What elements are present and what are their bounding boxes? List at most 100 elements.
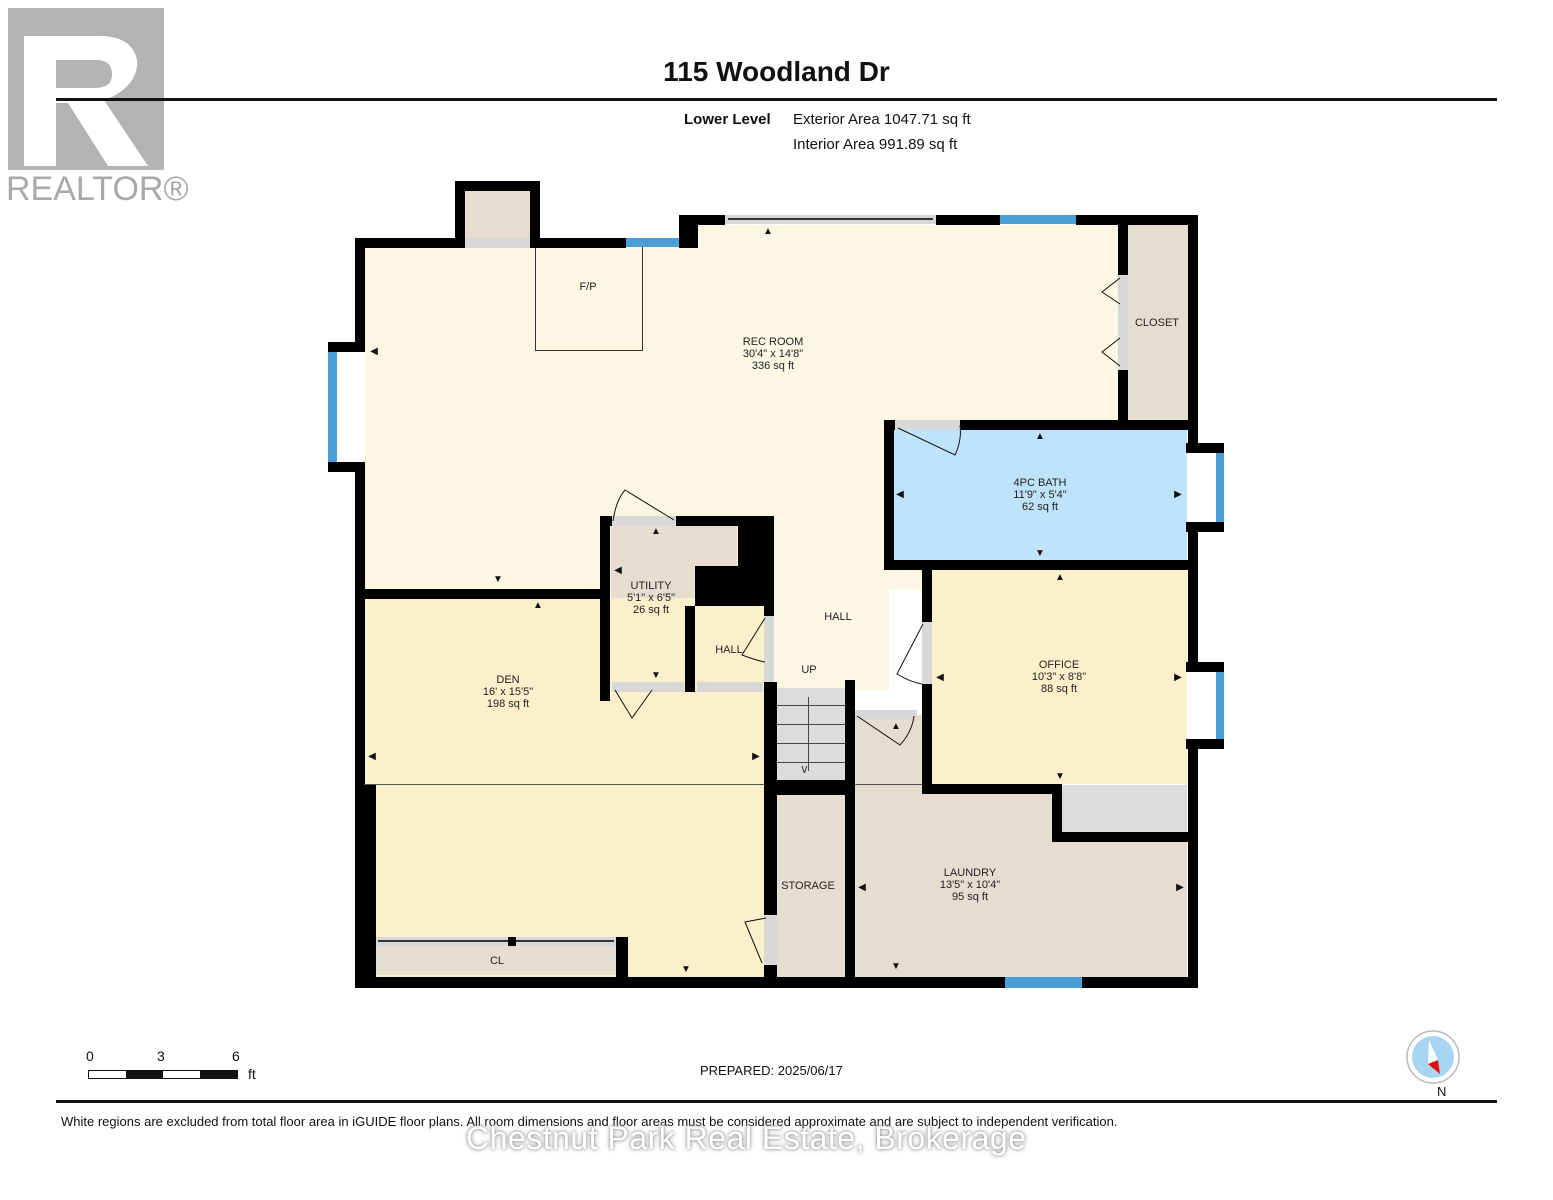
laundry-nook — [1062, 786, 1187, 832]
scale-tick-3: 3 — [157, 1048, 165, 1064]
sliding-door-track — [378, 940, 614, 942]
wall — [884, 420, 894, 570]
wall — [508, 937, 516, 946]
room-area: 198 sq ft — [486, 698, 530, 710]
wall — [777, 780, 845, 795]
property-title: 115 Woodland Dr — [663, 56, 890, 87]
measure-arrow-icon: ◀ — [858, 882, 866, 893]
wall — [1186, 739, 1224, 749]
wall — [695, 566, 745, 606]
exterior-area: Exterior Area 1047.71 sq ft — [793, 111, 971, 128]
wall — [845, 680, 855, 988]
realtor-r-icon — [24, 36, 148, 166]
wall — [616, 937, 628, 979]
room-name: DEN — [496, 674, 520, 686]
window — [1216, 453, 1224, 522]
hall-main-area — [773, 420, 889, 690]
room-name: 4PC BATH — [1013, 477, 1067, 489]
measure-arrow-icon: ▲ — [1055, 572, 1065, 583]
room-name: LAUNDRY — [943, 867, 997, 879]
den-divider-line — [364, 784, 764, 785]
scale-tick-0: 0 — [86, 1048, 94, 1064]
wall — [1118, 225, 1128, 275]
fireplace-label: F/P — [579, 281, 597, 293]
measure-arrow-icon: ▲ — [533, 600, 543, 611]
laundry-label: LAUNDRY 13'5" x 10'4" 95 sq ft — [940, 867, 1000, 903]
storage-label: STORAGE — [781, 880, 835, 892]
bath-label: 4PC BATH 11'9" x 5'4" 62 sq ft — [1013, 477, 1066, 513]
room-area: 88 sq ft — [1040, 683, 1078, 695]
bath-area — [893, 430, 1187, 560]
stairs-area — [777, 688, 845, 780]
storage-door[interactable] — [764, 915, 777, 965]
measure-arrow-icon: ▲ — [763, 226, 773, 237]
window-bay — [1188, 453, 1216, 522]
room-dims: 5'1" x 6'5" — [626, 592, 676, 604]
room-name: UTILITY — [630, 580, 672, 592]
utility-label: UTILITY 5'1" x 6'5" 26 sq ft — [627, 580, 675, 616]
wall — [922, 560, 932, 622]
window-bay — [338, 352, 365, 462]
prepared-date: PREPARED: 2025/06/17 — [700, 1063, 843, 1078]
wall — [1188, 747, 1198, 988]
room-name: REC ROOM — [742, 336, 804, 348]
window — [1005, 977, 1082, 988]
measure-arrow-icon: ▲ — [891, 721, 901, 732]
laundry-door[interactable] — [855, 710, 917, 719]
hall-small-label: HALL — [715, 644, 743, 656]
room-dims: 16' x 15'5" — [482, 686, 534, 698]
utility-door-bottom[interactable] — [612, 682, 684, 692]
fireplace-outline — [535, 247, 643, 351]
office-door[interactable] — [922, 622, 932, 684]
measure-arrow-icon: ◀ — [614, 565, 622, 576]
level-label: Lower Level — [684, 111, 771, 128]
wall — [1076, 215, 1198, 225]
door-swings — [612, 277, 1121, 964]
measure-arrow-icon: ▲ — [651, 526, 661, 537]
compass-icon — [1406, 1030, 1460, 1084]
wall — [685, 606, 695, 692]
measure-arrow-icon: ◀ — [370, 346, 378, 357]
wall — [1188, 215, 1198, 445]
wall — [1052, 784, 1062, 842]
stairs-up-label: UP — [801, 664, 817, 676]
room-name: OFFICE — [1038, 659, 1080, 671]
window-bay — [1188, 672, 1216, 739]
disclaimer: White regions are excluded from total fl… — [61, 1114, 1118, 1129]
measure-arrow-icon: ◀ — [936, 672, 944, 683]
measure-arrow-icon: ▼ — [891, 961, 901, 972]
measure-arrow-icon: ◀ — [368, 751, 376, 762]
measure-arrow-icon: ▶ — [1174, 489, 1182, 500]
window — [1216, 672, 1224, 739]
measure-arrow-icon: ▶ — [1176, 882, 1184, 893]
rec-room-upper-area — [697, 225, 1120, 255]
interior-area: Interior Area 991.89 sq ft — [793, 136, 958, 153]
hall-small-door[interactable] — [764, 616, 774, 682]
stair-tread — [777, 743, 845, 744]
measure-arrow-icon: ▶ — [752, 751, 760, 762]
wall — [922, 684, 932, 794]
window — [328, 352, 337, 462]
window — [626, 238, 679, 247]
floor-plan: ∨ — [328, 181, 1224, 988]
compass-north-label: N — [1437, 1084, 1447, 1099]
wall — [365, 785, 376, 980]
header-divider — [56, 98, 1497, 101]
room-area: 62 sq ft — [1021, 501, 1059, 513]
wall — [764, 682, 777, 988]
window — [1000, 215, 1076, 224]
utility-door[interactable] — [612, 516, 676, 526]
wall — [676, 516, 774, 526]
den-closet-area — [376, 945, 616, 975]
closet-area — [1128, 225, 1188, 420]
wall — [355, 238, 365, 988]
storage-area — [777, 795, 845, 977]
closet-door[interactable] — [1118, 275, 1128, 370]
wall — [600, 516, 610, 701]
wall — [1186, 662, 1224, 672]
room-dims: 30'4" x 14'8" — [742, 348, 804, 360]
wall — [355, 977, 1005, 988]
bath-door[interactable] — [895, 420, 960, 430]
wall — [922, 784, 1062, 794]
wall — [455, 181, 465, 241]
